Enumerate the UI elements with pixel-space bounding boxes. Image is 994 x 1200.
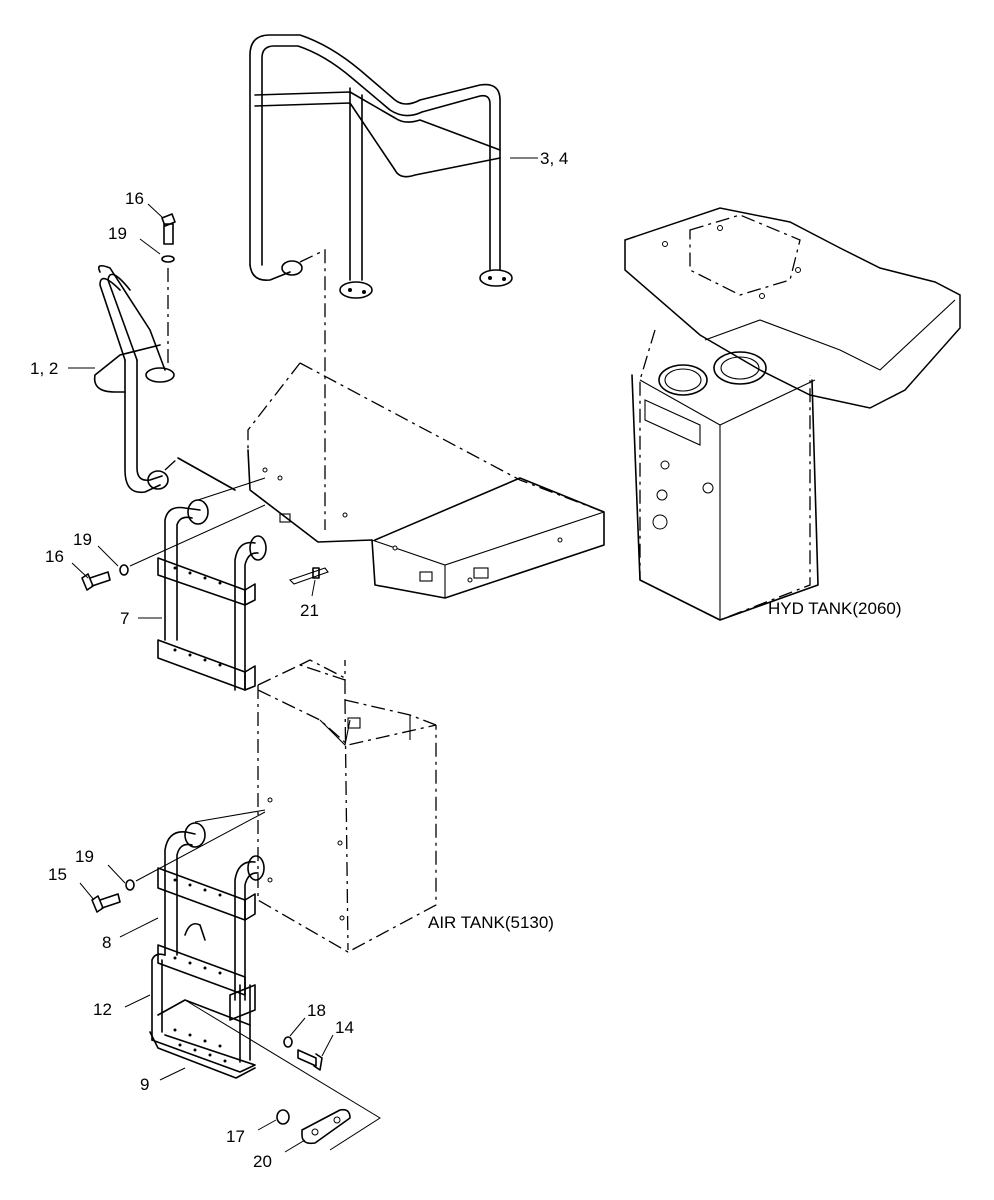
callout-18: 18: [307, 1001, 326, 1020]
callout-20: 20: [253, 1152, 272, 1171]
plate-20: [276, 1108, 351, 1145]
part-21: [288, 567, 329, 585]
callout-19-top: 19: [108, 224, 127, 243]
air-tank-label: AIR TANK(5130): [428, 913, 554, 932]
callout-16-top: 16: [125, 189, 144, 208]
bolt-16-mid: [81, 504, 266, 591]
callout-21: 21: [300, 601, 319, 620]
callout-7: 7: [120, 609, 129, 628]
hyd-tank: [624, 207, 961, 621]
callout-19-mid: 19: [73, 530, 92, 549]
handrail-1-2: [93, 264, 236, 494]
callout-15: 15: [48, 865, 67, 884]
air-tank: [257, 659, 437, 953]
callout-1-2: 1, 2: [30, 359, 58, 378]
callout-19-low: 19: [75, 847, 94, 866]
ladder-8: [157, 809, 266, 1001]
callout-12: 12: [93, 1000, 112, 1019]
bolt-16-top: [161, 213, 176, 368]
handrail-3-4: [249, 34, 513, 299]
leader-lines: [68, 157, 538, 1153]
step-12-9: [149, 953, 381, 1151]
callout-16-mid: 16: [45, 547, 64, 566]
callout-17: 17: [226, 1127, 245, 1146]
callout-3-4: 3, 4: [540, 149, 568, 168]
callout-9: 9: [140, 1075, 149, 1094]
bolt-15: [91, 811, 266, 913]
deck-platform: [247, 362, 605, 599]
callout-8: 8: [102, 933, 111, 952]
bolt-14: [283, 1036, 323, 1071]
ladder-7: [157, 477, 267, 691]
callout-labels: 16 19 1, 2 3, 4 19 16 7 21 19 15 8 12 18…: [30, 149, 902, 1171]
hyd-tank-label: HYD TANK(2060): [768, 599, 902, 618]
callout-14: 14: [335, 1018, 354, 1037]
